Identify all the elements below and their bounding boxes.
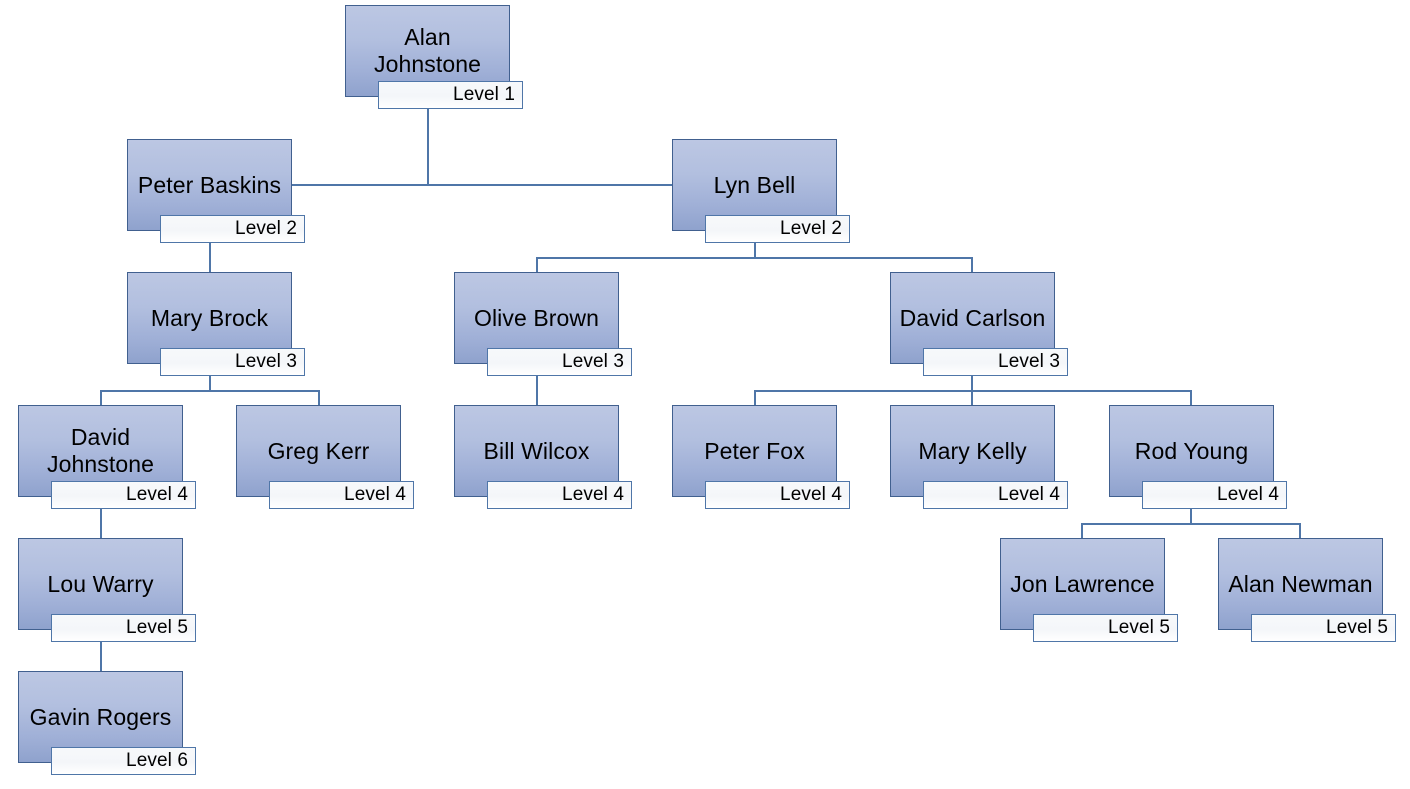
node-level-tag[interactable]: Level 3 bbox=[487, 348, 632, 376]
connector-lyn-stem bbox=[754, 243, 756, 257]
node-level-tag[interactable]: Level 2 bbox=[705, 215, 850, 243]
node-level-tag[interactable]: Level 3 bbox=[160, 348, 305, 376]
node-level-tag[interactable]: Level 4 bbox=[705, 481, 850, 509]
connector-carlson-drop-fox bbox=[754, 390, 756, 405]
connector-lyn-drop-carlson bbox=[971, 257, 973, 272]
connector-brock-drop-right bbox=[318, 390, 320, 405]
node-name-label: Alan Johnstone bbox=[373, 24, 482, 77]
node-name-label: Mary Kelly bbox=[918, 437, 1027, 464]
node-level-tag[interactable]: Level 1 bbox=[378, 81, 523, 109]
connector-lyn-crossbar bbox=[536, 257, 973, 259]
connector-young-drop-newman bbox=[1299, 523, 1301, 538]
connector-carlson-drop-kelly bbox=[971, 390, 973, 405]
connector-louwarry-stem bbox=[100, 642, 102, 671]
node-level-tag[interactable]: Level 4 bbox=[487, 481, 632, 509]
connector-brock-stem bbox=[209, 376, 211, 390]
connector-young-drop-jon bbox=[1081, 523, 1083, 538]
node-name-label: Lyn Bell bbox=[713, 171, 796, 198]
node-name-label: Lou Warry bbox=[47, 570, 154, 597]
node-name-label: Alan Newman bbox=[1228, 570, 1373, 597]
node-name-label: Peter Fox bbox=[704, 437, 805, 464]
connector-carlson-stem bbox=[971, 376, 973, 390]
node-name-label: David Carlson bbox=[899, 304, 1046, 331]
node-level-tag[interactable]: Level 4 bbox=[1142, 481, 1287, 509]
node-name-label: David Johnstone bbox=[46, 424, 155, 477]
connector-peter-stem bbox=[209, 243, 211, 272]
connector-root-stem bbox=[427, 104, 429, 184]
connector-root-crossbar bbox=[292, 184, 673, 186]
connector-young-stem bbox=[1190, 509, 1192, 523]
connector-olive-stem bbox=[536, 376, 538, 405]
node-level-tag[interactable]: Level 4 bbox=[51, 481, 196, 509]
node-name-label: Jon Lawrence bbox=[1010, 570, 1155, 597]
node-name-label: Rod Young bbox=[1134, 437, 1249, 464]
connector-carlson-drop-young bbox=[1190, 390, 1192, 405]
node-name-label: Olive Brown bbox=[473, 304, 600, 331]
node-level-tag[interactable]: Level 4 bbox=[923, 481, 1068, 509]
node-level-tag[interactable]: Level 4 bbox=[269, 481, 414, 509]
node-box[interactable]: Alan Johnstone bbox=[345, 5, 510, 97]
node-name-label: Greg Kerr bbox=[267, 437, 370, 464]
node-level-tag[interactable]: Level 5 bbox=[1251, 614, 1396, 642]
connector-lyn-drop-olive bbox=[536, 257, 538, 272]
connector-djohnstone-stem bbox=[100, 509, 102, 538]
node-level-tag[interactable]: Level 3 bbox=[923, 348, 1068, 376]
node-level-tag[interactable]: Level 6 bbox=[51, 747, 196, 775]
node-level-tag[interactable]: Level 5 bbox=[51, 614, 196, 642]
node-name-label: Bill Wilcox bbox=[483, 437, 590, 464]
node-name-label: Mary Brock bbox=[150, 304, 269, 331]
node-level-tag[interactable]: Level 5 bbox=[1033, 614, 1178, 642]
connector-brock-crossbar bbox=[100, 390, 319, 392]
connector-young-crossbar bbox=[1081, 523, 1300, 525]
node-level-tag[interactable]: Level 2 bbox=[160, 215, 305, 243]
connector-brock-drop-left bbox=[100, 390, 102, 405]
node-name-label: Gavin Rogers bbox=[29, 703, 172, 730]
node-name-label: Peter Baskins bbox=[137, 171, 282, 198]
